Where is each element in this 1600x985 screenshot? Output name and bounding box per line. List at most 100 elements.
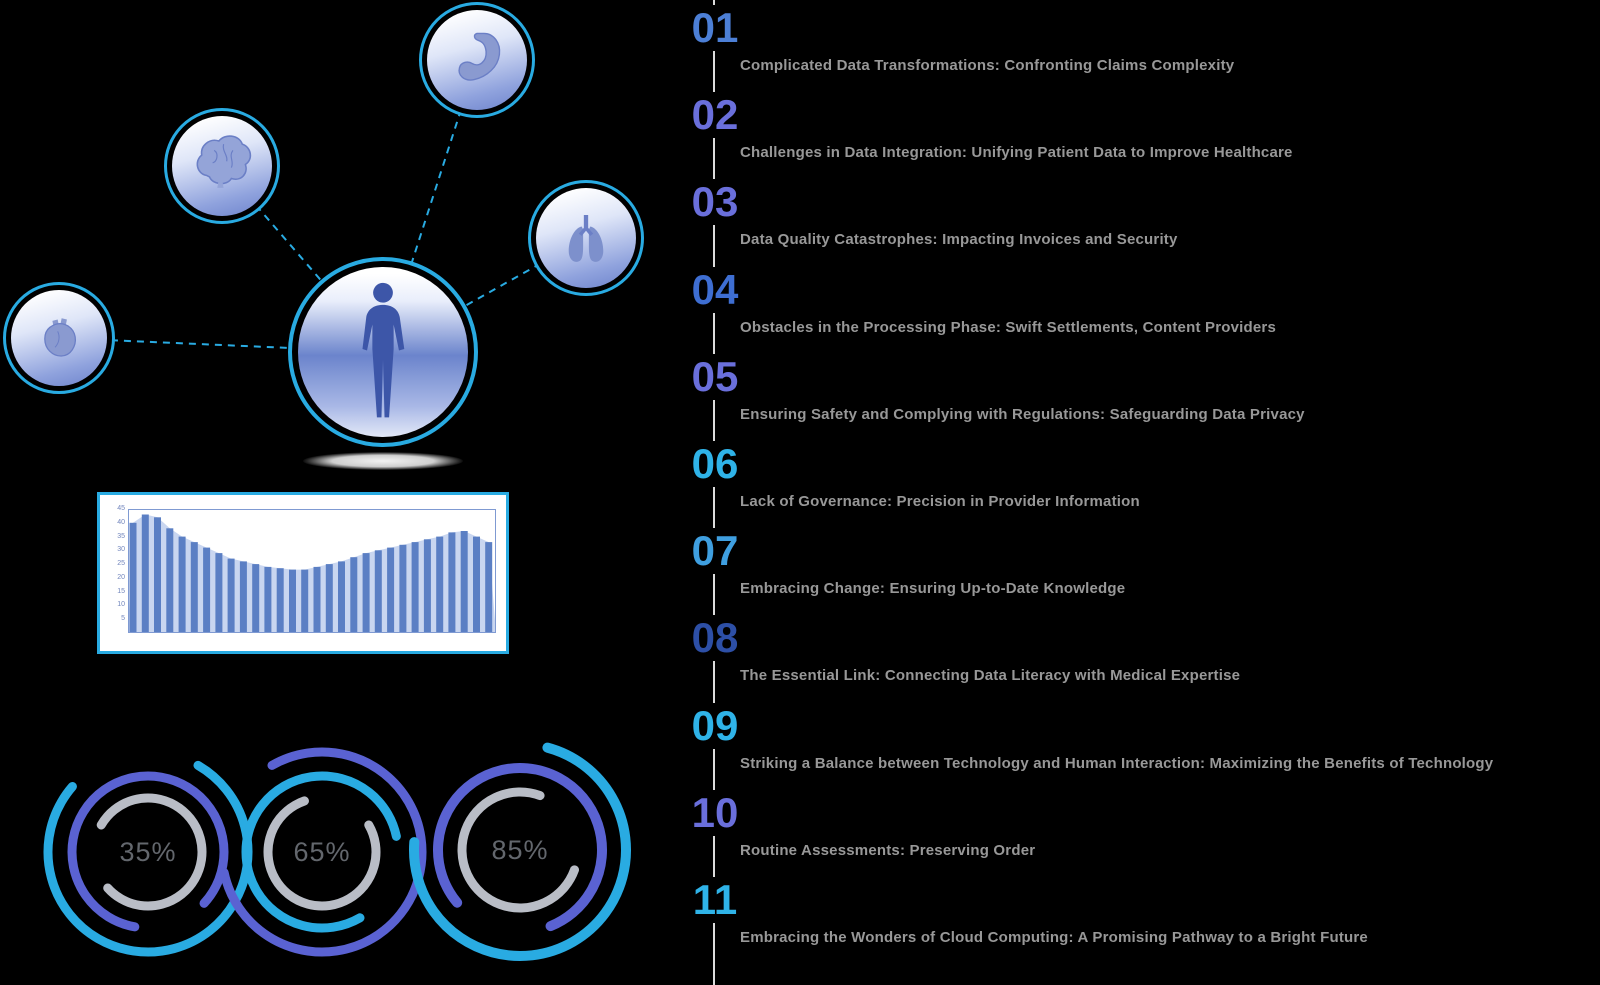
stomach-icon bbox=[458, 32, 501, 81]
lungs-icon bbox=[568, 214, 604, 262]
chart-bar bbox=[448, 532, 456, 633]
chart-bar bbox=[362, 553, 370, 633]
timeline-item-number: 09 bbox=[690, 701, 740, 749]
chart-bar bbox=[154, 517, 161, 633]
timeline-item-title: Challenges in Data Integration: Unifying… bbox=[740, 144, 1293, 162]
chart-bar bbox=[239, 561, 247, 633]
timeline-item-title: Routine Assessments: Preserving Order bbox=[740, 841, 1036, 859]
timeline-item-number: 10 bbox=[690, 788, 740, 836]
progress-ring-arcs bbox=[217, 747, 427, 957]
chart-bar bbox=[411, 542, 419, 633]
progress-ring-arc bbox=[263, 793, 381, 911]
timeline-axis-line bbox=[713, 0, 715, 985]
chart-bar bbox=[387, 547, 395, 633]
shadow-ellipse bbox=[303, 452, 463, 470]
timeline-item-number: 04 bbox=[690, 265, 740, 313]
progress-ring-arcs bbox=[409, 739, 631, 961]
progress-ring-2: 65% bbox=[212, 742, 432, 962]
chart-bar bbox=[141, 514, 149, 633]
chart-bar bbox=[301, 569, 309, 633]
progress-ring-arc bbox=[217, 747, 427, 957]
chart-plot-border bbox=[128, 509, 496, 633]
bar-chart: 45 40 35 30 25 20 15 10 5 bbox=[97, 492, 509, 654]
progress-ring-1: 35% bbox=[38, 742, 258, 962]
chart-bar bbox=[215, 553, 223, 633]
timeline-item-title: Obstacles in the Processing Phase: Swift… bbox=[740, 318, 1277, 336]
brain-icon bbox=[196, 135, 252, 188]
timeline-item-title: Complicated Data Transformations: Confro… bbox=[740, 57, 1235, 74]
chart-y-tick: 25 bbox=[117, 560, 125, 568]
timeline-item-title: Embracing the Wonders of Cloud Computing… bbox=[740, 928, 1368, 946]
progress-ring-arc bbox=[433, 763, 607, 937]
timeline-item-number: 05 bbox=[690, 352, 740, 400]
chart-bar bbox=[227, 558, 235, 633]
timeline-item-title: Embracing Change: Ensuring Up-to-Date Kn… bbox=[740, 580, 1126, 598]
chart-bar bbox=[264, 566, 272, 633]
chart-bar bbox=[289, 569, 296, 633]
chart-y-tick: 35 bbox=[117, 532, 125, 540]
chart-y-tick: 5 bbox=[121, 615, 125, 623]
lungs-circle-fill bbox=[536, 188, 636, 288]
timeline-item-title: Data Quality Catastrophes: Impacting Inv… bbox=[740, 231, 1178, 249]
chart-bar bbox=[350, 557, 358, 633]
chart-bar bbox=[460, 531, 468, 633]
timeline-item-number: 02 bbox=[690, 91, 740, 139]
chart-y-tick: 30 bbox=[117, 546, 125, 554]
chart-bar bbox=[423, 539, 431, 633]
chart-bar bbox=[166, 528, 174, 633]
chart-bar bbox=[338, 561, 345, 633]
chart-bar bbox=[436, 536, 444, 633]
chart-y-tick: 10 bbox=[117, 601, 125, 609]
chart-bar bbox=[325, 564, 333, 633]
human-body-icon bbox=[362, 282, 405, 418]
chart-bar bbox=[485, 542, 493, 633]
timeline-item-number: 01 bbox=[690, 4, 740, 51]
progress-ring-arc bbox=[67, 771, 229, 933]
chart-bar bbox=[203, 547, 211, 633]
chart-y-tick: 45 bbox=[117, 505, 125, 512]
heart-circle-fill bbox=[11, 290, 107, 386]
timeline-item-title: The Essential Link: Connecting Data Lite… bbox=[740, 667, 1241, 685]
brain-circle bbox=[164, 108, 280, 224]
timeline-item-number: 03 bbox=[690, 178, 740, 226]
chart-bar bbox=[178, 536, 186, 633]
chart-plot bbox=[128, 509, 496, 633]
progress-ring-1-label: 35% bbox=[119, 836, 177, 867]
chart-y-axis: 45 40 35 30 25 20 15 10 5 bbox=[110, 505, 128, 633]
timeline-item-number: 08 bbox=[690, 614, 740, 662]
progress-ring-3-label: 85% bbox=[491, 834, 549, 865]
stomach-circle bbox=[419, 2, 535, 118]
chart-bar bbox=[129, 522, 137, 633]
timeline-item-number: 11 bbox=[690, 876, 740, 923]
chart-y-tick: 15 bbox=[117, 587, 125, 595]
human-body-circle bbox=[288, 257, 478, 447]
timeline-item-title: Ensuring Safety and Complying with Regul… bbox=[740, 405, 1305, 423]
chart-y-tick: 40 bbox=[117, 518, 125, 526]
chart-bar bbox=[252, 564, 260, 633]
progress-ring-2-label: 65% bbox=[293, 836, 351, 867]
chart-y-tick: 20 bbox=[117, 573, 125, 581]
heart-icon bbox=[44, 318, 77, 357]
heart-circle bbox=[3, 282, 115, 394]
progress-ring-arc bbox=[457, 787, 583, 913]
chart-bar bbox=[276, 568, 284, 633]
timeline-item-number: 06 bbox=[690, 439, 740, 487]
lungs-circle bbox=[528, 180, 644, 296]
stomach-circle-fill bbox=[427, 10, 527, 110]
chart-bar bbox=[313, 566, 321, 633]
chart-bar bbox=[374, 550, 382, 633]
human-body-circle-fill bbox=[298, 267, 468, 437]
chart-bar bbox=[399, 544, 407, 633]
timeline-item-number: 07 bbox=[690, 527, 740, 575]
